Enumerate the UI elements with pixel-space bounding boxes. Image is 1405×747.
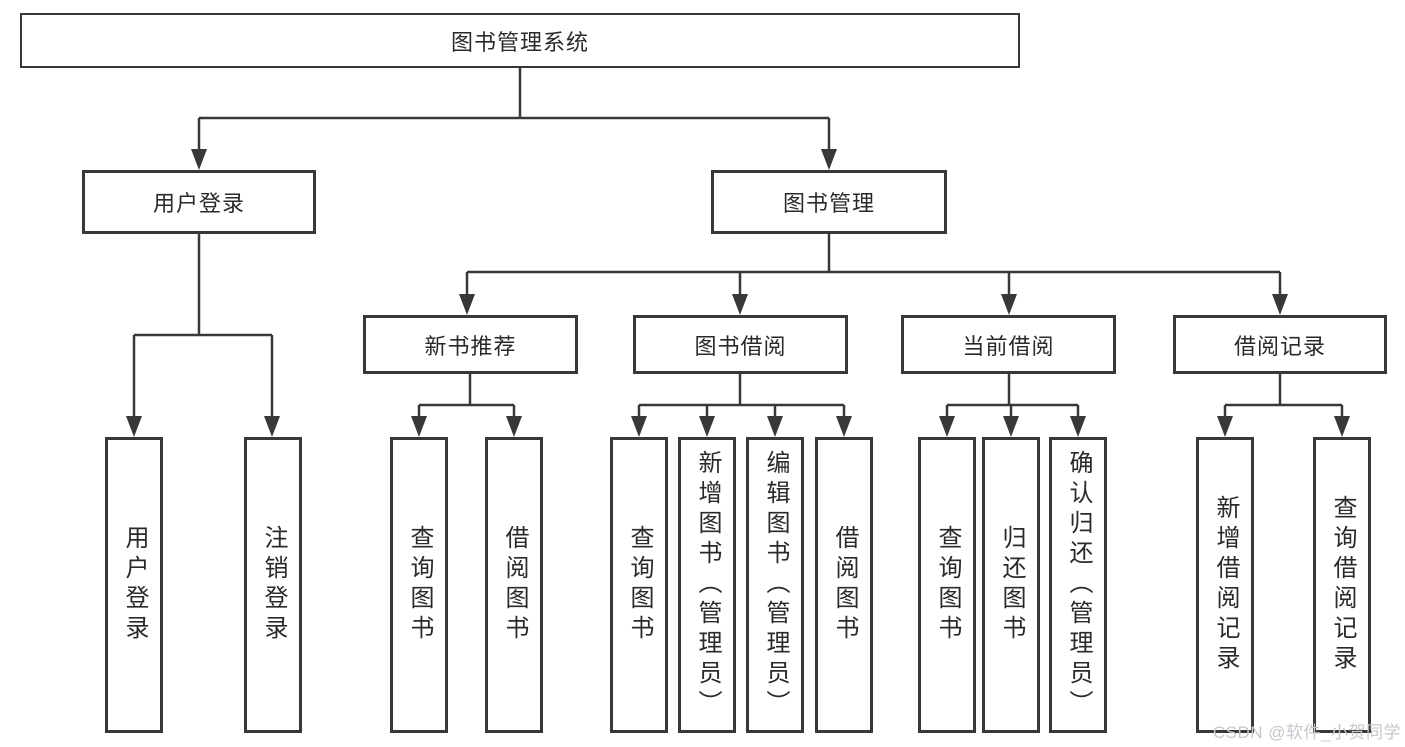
node-library-management-system: 图书管理系统: [20, 13, 1020, 68]
leaf-edit-books-admin-label: 编辑图书（管理员）: [762, 450, 789, 720]
node-new-book-recommend-label: 新书推荐: [424, 333, 517, 359]
leaf-return-books-label: 归还图书: [998, 525, 1025, 645]
leaf-add-books-admin: 新增图书（管理员）: [678, 437, 736, 733]
node-book-borrow: 图书借阅: [633, 315, 848, 374]
leaf-query-books-borrow-label: 查询图书: [626, 525, 653, 645]
leaf-query-books-recommend-label: 查询图书: [406, 525, 433, 645]
node-book-borrow-label: 图书借阅: [694, 333, 787, 359]
leaf-borrow-books-recommend: 借阅图书: [485, 437, 543, 733]
leaf-query-borrow-record: 查询借阅记录: [1313, 437, 1371, 733]
leaf-user-login: 用户登录: [105, 437, 163, 733]
leaf-confirm-return-admin: 确认归还（管理员）: [1049, 437, 1107, 733]
arrowheads: [126, 149, 1350, 437]
leaf-user-login-label: 用户登录: [121, 525, 148, 645]
node-book-management-label: 图书管理: [782, 191, 875, 216]
csdn-watermark: CSDN @软件_小贺同学: [1212, 723, 1401, 742]
leaf-add-books-admin-label: 新增图书（管理员）: [694, 450, 721, 720]
leaf-return-books: 归还图书: [982, 437, 1040, 733]
node-root-label: 图书管理系统: [450, 29, 589, 55]
leaf-borrow-books-recommend-label: 借阅图书: [501, 525, 528, 645]
node-borrow-records-label: 借阅记录: [1233, 333, 1326, 359]
leaf-query-books-recommend: 查询图书: [390, 437, 448, 733]
leaf-query-borrow-record-label: 查询借阅记录: [1329, 495, 1356, 675]
node-user-login: 用户登录: [82, 170, 316, 234]
leaf-query-books-borrow: 查询图书: [610, 437, 668, 733]
node-book-management: 图书管理: [711, 170, 947, 234]
node-borrow-records: 借阅记录: [1173, 315, 1387, 374]
leaf-query-books-current-label: 查询图书: [934, 525, 961, 645]
node-current-borrow-label: 当前借阅: [962, 333, 1055, 359]
node-current-borrow: 当前借阅: [901, 315, 1116, 374]
leaf-borrow-books-label: 借阅图书: [831, 525, 858, 645]
leaf-confirm-return-admin-label: 确认归还（管理员）: [1065, 450, 1092, 720]
leaf-add-borrow-record-label: 新增借阅记录: [1212, 495, 1239, 675]
leaf-query-books-current: 查询图书: [918, 437, 976, 733]
leaf-logout-login: 注销登录: [244, 437, 302, 733]
leaf-logout-login-label: 注销登录: [260, 525, 287, 645]
leaf-add-borrow-record: 新增借阅记录: [1196, 437, 1254, 733]
node-new-book-recommend: 新书推荐: [363, 315, 578, 374]
leaf-borrow-books: 借阅图书: [815, 437, 873, 733]
leaf-edit-books-admin: 编辑图书（管理员）: [746, 437, 804, 733]
node-user-login-label: 用户登录: [152, 191, 245, 216]
